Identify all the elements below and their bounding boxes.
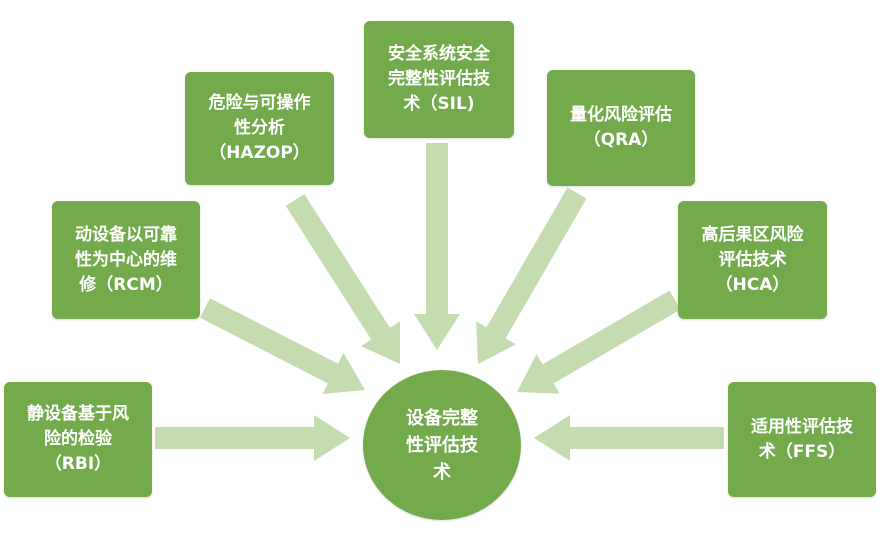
node-rcm: 动设备以可靠 性为中心的维 修（RCM） bbox=[52, 201, 200, 319]
node-qra-label: 量化风险评估 （QRA） bbox=[570, 105, 672, 150]
node-rbi-label: 静设备基于风 险的检验 （RBI） bbox=[27, 404, 129, 474]
arrow-from-rbi bbox=[155, 415, 350, 461]
node-rbi: 静设备基于风 险的检验 （RBI） bbox=[4, 382, 152, 497]
node-sil-label: 安全系统安全 完整性评估技 术（SIL) bbox=[388, 44, 490, 114]
arrow-from-ffs bbox=[534, 415, 724, 461]
node-rcm-label: 动设备以可靠 性为中心的维 修（RCM） bbox=[75, 224, 177, 295]
center-node-label: 设备完整 性评估技 术 bbox=[406, 407, 478, 483]
arrow-from-hazop bbox=[285, 194, 400, 364]
node-hazop-label: 危险与可操作 性分析 （HAZOP） bbox=[208, 93, 311, 163]
center-node: 设备完整 性评估技 术 bbox=[363, 370, 521, 520]
node-sil: 安全系统安全 完整性评估技 术（SIL) bbox=[364, 21, 514, 138]
node-hca: 高后果区风险 评估技术 （HCA） bbox=[678, 201, 827, 319]
node-hca-label: 高后果区风险 评估技术 （HCA） bbox=[701, 224, 804, 295]
node-qra: 量化风险评估 （QRA） bbox=[547, 70, 695, 186]
arrow-from-qra bbox=[476, 187, 587, 364]
arrow-from-rcm bbox=[200, 298, 365, 394]
node-ffs: 适用性评估技 术（FFS） bbox=[728, 382, 876, 497]
node-hazop: 危险与可操作 性分析 （HAZOP） bbox=[185, 72, 334, 185]
node-ffs-label: 适用性评估技 术（FFS） bbox=[751, 416, 853, 462]
arrow-from-sil bbox=[414, 143, 460, 350]
arrow-from-hca bbox=[517, 290, 681, 394]
